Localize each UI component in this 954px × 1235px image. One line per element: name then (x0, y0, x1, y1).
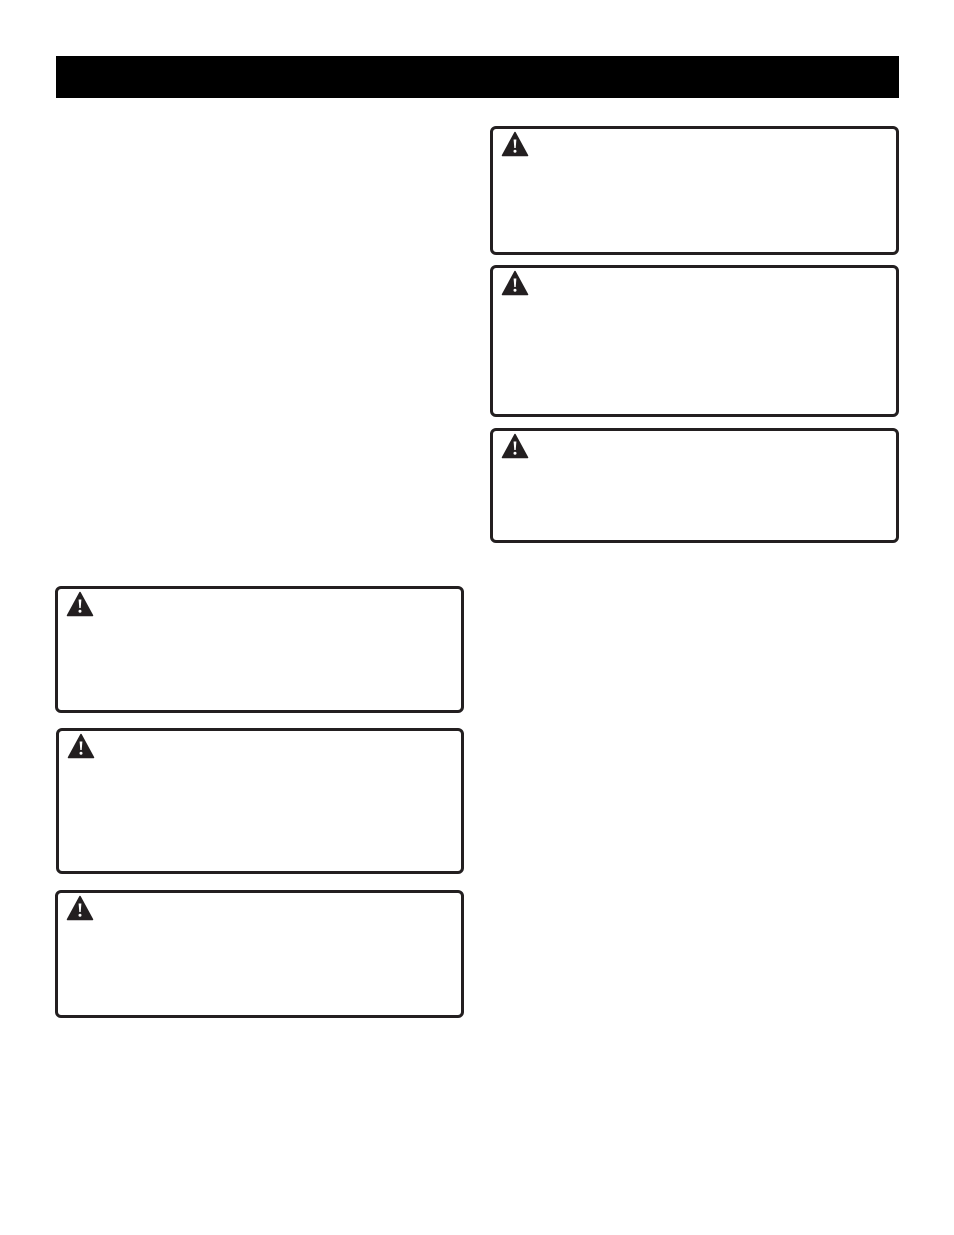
warning-box (55, 586, 464, 713)
warning-box (490, 265, 899, 417)
warning-text (537, 135, 886, 246)
warning-triangle-icon (501, 131, 529, 157)
warning-box (490, 126, 899, 255)
warning-box (56, 728, 464, 874)
warning-box (55, 890, 464, 1018)
warning-triangle-icon (501, 433, 529, 459)
warning-text (537, 437, 886, 534)
warning-text (102, 595, 451, 704)
warning-triangle-icon (67, 733, 95, 759)
section-header-bar (56, 56, 899, 98)
warning-triangle-icon (501, 270, 529, 296)
warning-box (490, 428, 899, 543)
warning-triangle-icon (66, 895, 94, 921)
warning-text (537, 274, 886, 408)
warning-triangle-icon (66, 591, 94, 617)
warning-text (102, 899, 451, 1009)
warning-text (103, 737, 451, 865)
